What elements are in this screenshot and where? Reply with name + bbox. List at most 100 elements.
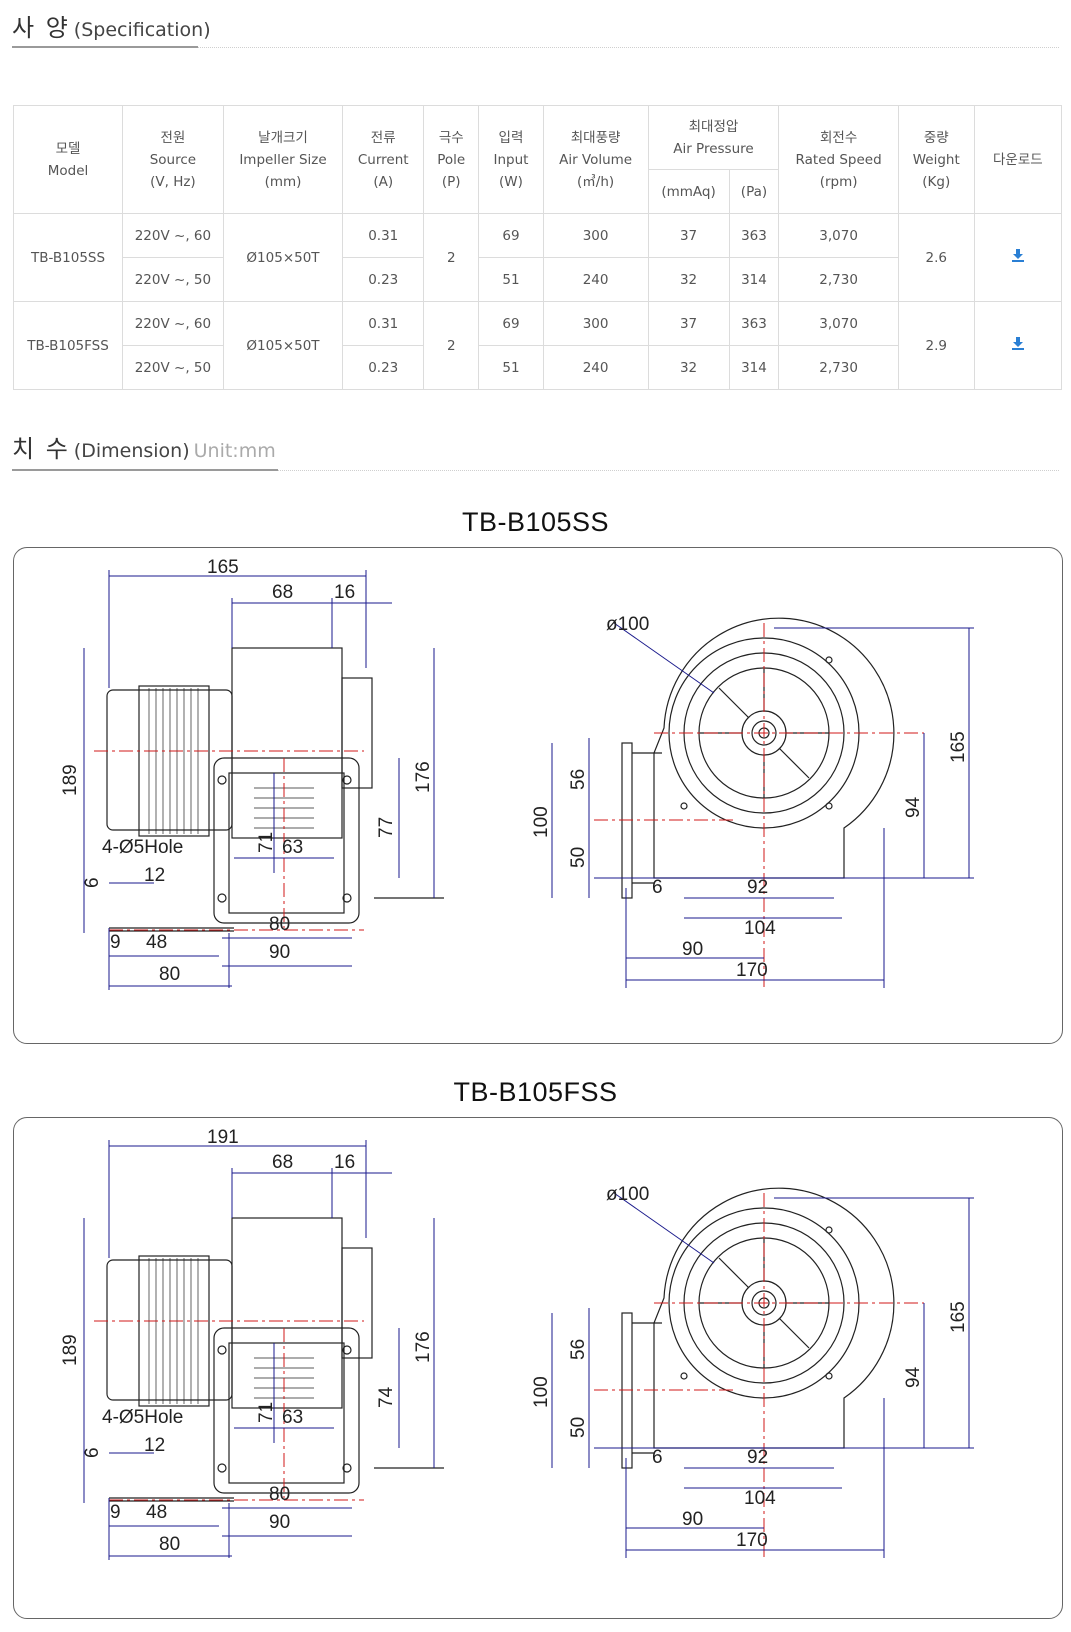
side-dimension-text: 165 68 16 189 176 77 71 63 4-Ø5Hole 12 6… — [60, 557, 434, 985]
dim-50: 50 — [568, 847, 589, 868]
cell-weight: 2.9 — [897, 301, 975, 390]
dim-6-front: 6 — [652, 1447, 663, 1468]
front-view — [621, 617, 895, 899]
dim-90-front: 90 — [682, 1509, 703, 1530]
side-dimension-text: 191 68 16 189 176 74 71 63 4-Ø5Hole 12 6… — [60, 1127, 434, 1555]
cell-mmaq: 37 — [647, 213, 730, 258]
download-button[interactable] — [1011, 247, 1025, 269]
technical-drawing: 165 68 16 189 176 77 71 63 4-Ø5Hole 12 6… — [60, 557, 974, 990]
dim-165: 165 — [948, 1301, 969, 1333]
dim-hole: 4-Ø5Hole — [102, 837, 183, 858]
dim-71: 71 — [256, 1402, 277, 1423]
dim-92: 92 — [747, 1447, 768, 1468]
front-center-lines — [594, 623, 924, 988]
side-dimension-lines — [83, 1140, 435, 1560]
front-center-lines — [594, 1193, 924, 1558]
motor-fins — [148, 1258, 199, 1404]
cell-rpm: 3,070 — [778, 301, 899, 346]
cell-rpm: 2,730 — [778, 345, 899, 390]
cell-impeller: Ø105×50T — [222, 301, 344, 390]
dim-hole: 4-Ø5Hole — [102, 1407, 183, 1428]
download-cell — [973, 301, 1063, 390]
table-row: TB-B105FSS 220V ~, 60 Ø105×50T 0.31 2 69… — [12, 301, 1063, 390]
mount-hole — [342, 775, 352, 785]
outlet-stub — [341, 677, 373, 789]
spec-title-ko: 사 양 — [12, 14, 70, 42]
side-view — [106, 1217, 444, 1502]
dim-16: 16 — [334, 1152, 355, 1173]
cell-current: 0.23 — [342, 345, 425, 390]
dim-80-base: 80 — [159, 964, 180, 985]
cell-volume: 300 — [542, 213, 649, 258]
dim-50: 50 — [568, 1417, 589, 1438]
dim-16: 16 — [334, 582, 355, 603]
cell-input: 51 — [478, 257, 544, 302]
dim-170: 170 — [736, 960, 768, 981]
download-button[interactable] — [1011, 335, 1025, 357]
mount-hole — [217, 1345, 227, 1355]
cell-current: 0.31 — [342, 301, 425, 346]
dim-80-bracket: 80 — [269, 914, 290, 935]
cell-rpm: 3,070 — [778, 213, 899, 258]
dimension-underline — [12, 469, 278, 471]
cell-pa: 363 — [728, 213, 780, 258]
dim-overall: 165 — [207, 557, 239, 578]
front-dimension-lines — [551, 622, 974, 988]
dim-48: 48 — [146, 932, 167, 953]
screw — [825, 1372, 833, 1380]
dim-104: 104 — [744, 918, 776, 939]
scroll-housing — [653, 1187, 895, 1449]
front-dimension-text: ø100 165 94 100 56 50 6 92 104 90 170 — [531, 1184, 969, 1551]
technical-drawing: 191 68 16 189 176 74 71 63 4-Ø5Hole 12 6… — [60, 1127, 974, 1560]
dim-176: 176 — [413, 761, 434, 793]
dim-90-front: 90 — [682, 939, 703, 960]
outlet-stub — [341, 1247, 373, 1359]
screw — [680, 1372, 688, 1380]
dim-12: 12 — [144, 865, 165, 886]
dim-90: 90 — [269, 1512, 290, 1533]
cell-pole: 2 — [423, 301, 480, 390]
table-row: TB-B105SS 220V ~, 60 Ø105×50T 0.31 2 69 … — [12, 213, 1063, 302]
front-view — [621, 1187, 895, 1469]
dim-176: 176 — [413, 1331, 434, 1363]
dim-6: 6 — [82, 877, 103, 888]
screw — [825, 656, 833, 664]
dim-77: 74 — [376, 1386, 397, 1408]
cell-impeller: Ø105×50T — [222, 213, 344, 302]
hub-ring — [751, 1290, 777, 1316]
drawing-title: TB-B105SS — [461, 507, 610, 537]
dim-90: 90 — [269, 942, 290, 963]
front-dimension-lines — [551, 1192, 974, 1558]
dim-104: 104 — [744, 1488, 776, 1509]
cell-pa: 363 — [728, 301, 780, 346]
side-center-lines — [94, 1320, 364, 1501]
mount-bracket — [213, 1327, 360, 1494]
table-row: 220V ~, 50 0.23 51 240 32 314 2,730 — [14, 345, 1062, 390]
blower-housing — [231, 1217, 343, 1409]
cell-pa: 314 — [728, 257, 780, 302]
dim-94: 94 — [903, 1366, 924, 1388]
table-row: 220V ~, 50 0.23 51 240 32 314 2,730 — [14, 257, 1062, 302]
motor-body — [106, 1259, 233, 1401]
dim-9: 9 — [110, 1502, 121, 1523]
spec-divider — [12, 47, 1059, 48]
cell-weight: 2.6 — [897, 213, 975, 302]
cell-volume: 240 — [542, 345, 649, 390]
mount-hole — [342, 1345, 352, 1355]
cell-model: TB-B105SS — [12, 213, 124, 302]
cell-current: 0.23 — [342, 257, 425, 302]
dim-68: 68 — [272, 1152, 293, 1173]
th-download: 다운로드 — [973, 105, 1063, 214]
download-icon — [1011, 248, 1024, 262]
dim-12: 12 — [144, 1435, 165, 1456]
dim-165: 165 — [948, 731, 969, 763]
dim-100: 100 — [531, 806, 552, 838]
dim-80-base: 80 — [159, 1534, 180, 1555]
th-pa: (Pa) — [728, 169, 780, 214]
